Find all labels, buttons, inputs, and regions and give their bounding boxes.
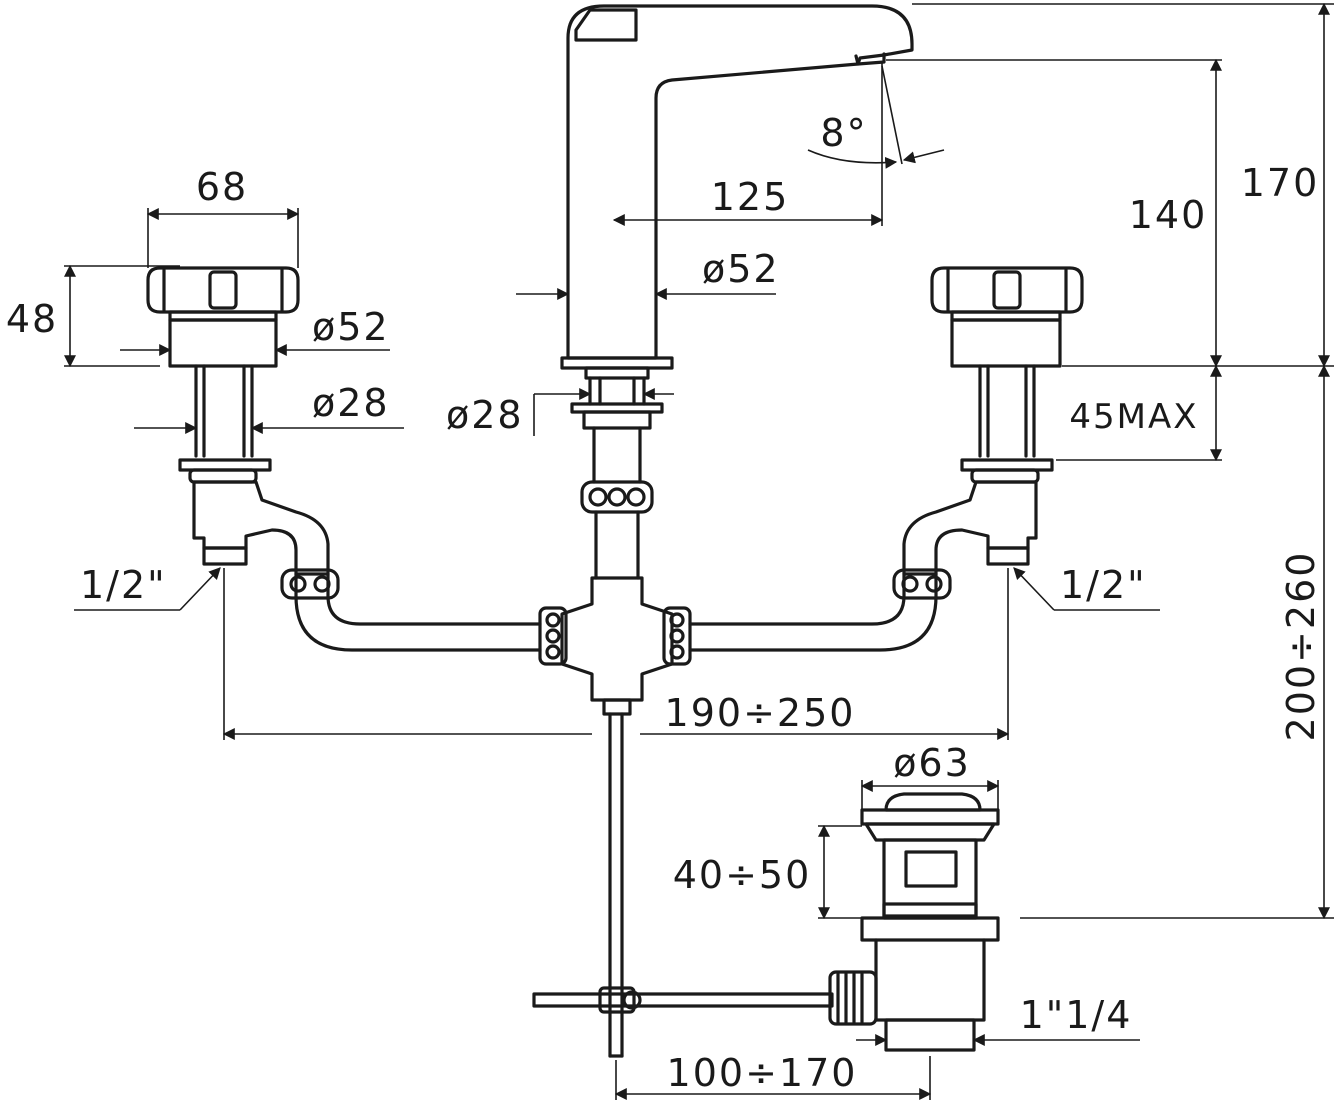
dimension-lines	[64, 2, 1334, 1100]
label-spout-angle: 8°	[820, 111, 867, 155]
label-center-spacing: 190÷250	[665, 691, 856, 735]
left-valve	[146, 266, 330, 576]
label-handle-body-diameter: ø52	[312, 305, 390, 349]
right-valve	[902, 266, 1084, 576]
label-waste-flange-diameter: ø63	[893, 741, 971, 785]
label-max-deck-thickness: 45MAX	[1069, 397, 1198, 437]
label-right-inlet-thread: 1/2"	[1060, 563, 1147, 607]
hoses	[280, 568, 952, 652]
spout-stem	[570, 366, 664, 580]
label-spout-base-diameter: ø28	[446, 393, 524, 437]
label-spout-reach: 125	[711, 175, 790, 219]
label-rod-distance: 100÷170	[667, 1051, 858, 1095]
label-total-height: 170	[1241, 161, 1320, 205]
pop-up-waste	[828, 792, 1000, 1052]
pop-up-rod	[532, 986, 834, 1014]
label-handle-height: 48	[6, 297, 58, 341]
label-left-inlet-thread: 1/2"	[80, 563, 167, 607]
label-waste-thread: 1"1/4	[1020, 993, 1133, 1037]
label-stem-diameter-left: ø28	[312, 381, 390, 425]
label-spout-outlet-height: 140	[1129, 193, 1208, 237]
label-waste-adjust-height: 40÷50	[673, 853, 812, 897]
label-handle-width: 68	[196, 165, 248, 209]
central-connector	[538, 576, 692, 1058]
dimension-labels: 68 48 ø52 ø28 125 8° ø52 ø28 140 170 45M…	[6, 111, 1323, 1095]
label-below-deck-height: 200÷260	[1279, 551, 1323, 742]
label-spout-body-diameter: ø52	[702, 247, 780, 291]
